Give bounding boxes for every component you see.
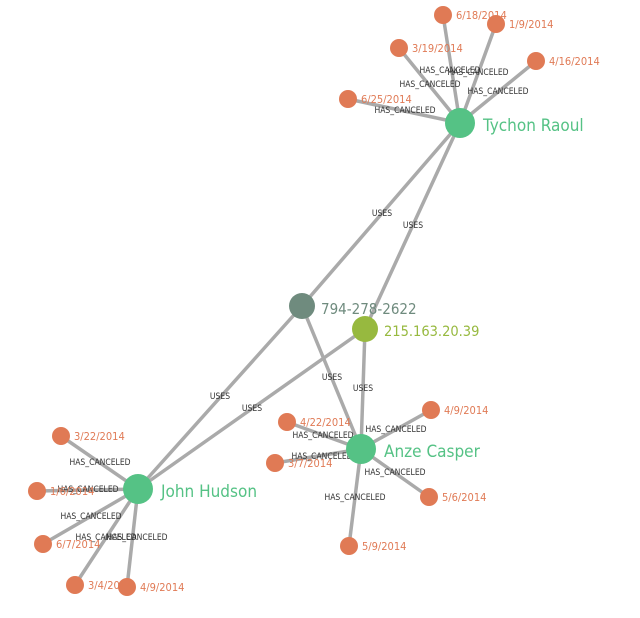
node-date-t5[interactable] (339, 90, 357, 108)
edge-phone-john (136, 304, 304, 491)
node-phone-phone[interactable] (289, 293, 315, 319)
edge-anze-a5 (347, 447, 363, 548)
node-date-t1[interactable] (434, 6, 452, 24)
edge-label-phone-john: USES (210, 392, 230, 402)
node-label-t3: 3/19/2014 (412, 42, 463, 55)
edge-ip-anze (359, 327, 367, 451)
node-person-anze[interactable] (346, 434, 376, 464)
edge-phone-anze (300, 304, 363, 451)
node-label-t2: 1/9/2014 (509, 18, 553, 31)
edges-layer (35, 13, 538, 589)
node-label-tychon: Tychon Raoul (482, 116, 584, 136)
node-label-a4: 5/6/2014 (442, 491, 486, 504)
edge-label-tychon-t4: HAS_CANCELED (467, 87, 528, 97)
edge-john-j2 (35, 487, 140, 493)
edge-phone-tychon (300, 121, 462, 308)
node-date-j3[interactable] (34, 535, 52, 553)
edge-label-john-j1: HAS_CANCELED (69, 458, 130, 468)
edge-label-anze-a2: HAS_CANCELED (365, 425, 426, 435)
edge-label-anze-a5: HAS_CANCELED (324, 493, 385, 503)
node-label-john: John Hudson (160, 482, 257, 502)
node-date-t3[interactable] (390, 39, 408, 57)
node-date-j1[interactable] (52, 427, 70, 445)
edge-label-phone-tychon: USES (372, 209, 392, 219)
node-label-phone: 794-278-2622 (321, 300, 417, 318)
edge-label-ip-tychon: USES (403, 221, 423, 231)
edge-label-tychon-t2: HAS_CANCELED (447, 68, 508, 78)
node-label-anze: Anze Casper (384, 442, 481, 462)
node-date-a4[interactable] (420, 488, 438, 506)
edge-john-j4 (73, 487, 140, 587)
node-person-tychon[interactable] (445, 108, 475, 138)
node-date-j4[interactable] (66, 576, 84, 594)
edge-label-john-j4: HAS_CANCELED (75, 533, 136, 543)
node-label-t1: 6/18/2014 (456, 9, 507, 22)
node-label-t4: 4/16/2014 (549, 55, 600, 68)
node-date-j2[interactable] (28, 482, 46, 500)
node-date-a3[interactable] (266, 454, 284, 472)
node-date-a2[interactable] (422, 401, 440, 419)
edge-label-ip-anze: USES (353, 384, 373, 394)
node-ip-ip[interactable] (352, 316, 378, 342)
node-label-j1: 3/22/2014 (74, 430, 125, 443)
edge-label-john-j5: HAS_CANCELED (106, 533, 167, 543)
edge-tychon-t2 (458, 22, 498, 125)
node-label-j3: 6/7/2014 (56, 538, 100, 551)
node-person-john[interactable] (123, 474, 153, 504)
edge-label-john-j3: HAS_CANCELED (60, 512, 121, 522)
node-label-j2: 1/6/2014 (50, 485, 94, 498)
edge-label-ip-john: USES (242, 404, 262, 414)
node-label-a2: 4/9/2014 (444, 404, 488, 417)
edge-john-j1 (59, 434, 140, 491)
node-date-j5[interactable] (118, 578, 136, 596)
node-date-t4[interactable] (527, 52, 545, 70)
node-date-a5[interactable] (340, 537, 358, 555)
edge-tychon-t4 (458, 59, 538, 125)
node-label-ip: 215.163.20.39 (384, 324, 479, 340)
nodes-layer (28, 6, 545, 596)
node-label-a3: 3/7/2014 (288, 457, 332, 470)
edge-john-j5 (125, 487, 140, 589)
node-label-j4: 3/4/2014 (88, 579, 132, 592)
edge-ip-tychon (363, 121, 462, 331)
edge-label-anze-a1: HAS_CANCELED (292, 431, 353, 441)
edge-tychon-t1 (441, 13, 462, 125)
edge-labels-layer: USESUSESUSESUSESUSESUSESHAS_CANCELEDHAS_… (57, 66, 528, 543)
edge-label-anze-a4: HAS_CANCELED (364, 468, 425, 478)
node-label-j5: 4/9/2014 (140, 581, 184, 594)
node-label-a1: 4/22/2014 (300, 416, 351, 429)
node-date-t2[interactable] (487, 15, 505, 33)
node-date-a1[interactable] (278, 413, 296, 431)
edge-ip-john (136, 327, 367, 491)
edge-label-tychon-t1: HAS_CANCELED (419, 66, 480, 76)
edge-label-phone-anze: USES (322, 373, 342, 383)
edge-tychon-t3 (397, 46, 462, 125)
edge-label-tychon-t5: HAS_CANCELED (374, 106, 435, 116)
node-label-t5: 6/25/2014 (361, 93, 412, 106)
edge-label-john-j2: HAS_CANCELED (57, 485, 118, 495)
edge-tychon-t5 (346, 97, 462, 125)
edge-label-tychon-t3: HAS_CANCELED (399, 80, 460, 90)
edge-label-anze-a3: HAS_CANCELED (291, 452, 352, 462)
edge-john-j3 (41, 487, 140, 546)
node-label-a5: 5/9/2014 (362, 540, 406, 553)
